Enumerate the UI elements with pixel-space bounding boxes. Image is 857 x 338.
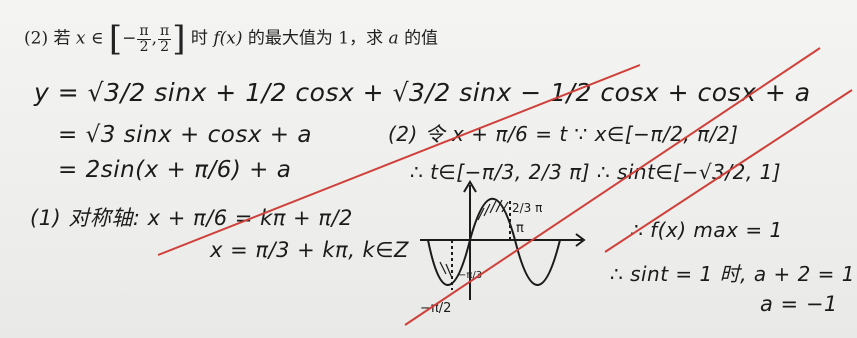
- upper-denominator: 2: [160, 38, 170, 55]
- work-line-3: = 2sin(x + π/6) + a: [58, 157, 292, 183]
- sine-curve: [427, 197, 561, 286]
- work-line-5: x = π/3 + kπ, k∈Z: [210, 238, 409, 262]
- work-line-2: = √3 sinx + cosx + a: [58, 122, 312, 148]
- question-fx: f(x): [213, 28, 243, 49]
- lower-denominator: 2: [139, 38, 149, 55]
- question-post: 的最大值为 1，求: [247, 28, 384, 49]
- graph-label-top: 2/3 π: [512, 201, 542, 215]
- graph-label-neg: −π/2: [420, 301, 451, 316]
- question-pre: 若: [53, 28, 71, 49]
- interval-close-bracket: ]: [172, 19, 186, 59]
- y-axis-arrow-icon: [463, 180, 477, 193]
- question-time: 时: [190, 28, 208, 49]
- graph-label-pi: π: [516, 221, 524, 236]
- question-end: 的值: [404, 28, 439, 49]
- work-line-8: ∴ f(x) max = 1: [630, 218, 783, 242]
- graph-label-neg2: −π/3: [458, 270, 482, 281]
- upper-numerator: π: [158, 22, 172, 40]
- interval-neg-sign: −: [122, 28, 137, 49]
- work-line-1: y = √3/2 sinx + 1/2 cosx + √3/2 sinx − 1…: [34, 78, 811, 107]
- interval-open-bracket: [: [108, 19, 123, 59]
- work-line-4: (1) 对称轴: x + π/6 = kπ + π/2: [30, 206, 353, 230]
- work-line-10: a = −1: [760, 292, 838, 316]
- work-line-9: ∴ sint = 1 时, a + 2 = 1: [610, 262, 855, 286]
- interval-comma: ,: [151, 28, 158, 49]
- question-part: (2): [24, 28, 49, 49]
- x-axis-arrow-icon: [575, 233, 586, 247]
- strike-line-1: [157, 64, 641, 256]
- question-var-a: a: [388, 28, 399, 49]
- hatch-marks: [439, 199, 509, 279]
- strike-line-3: [604, 89, 853, 253]
- sine-sketch: [420, 180, 586, 300]
- question-var-x: x: [75, 28, 86, 49]
- strike-line-2: [404, 47, 821, 326]
- lower-numerator: π: [137, 22, 151, 40]
- work-line-7: ∴ t∈[−π/3, 2/3 π] ∴ sint∈[−√3/2, 1]: [410, 160, 782, 184]
- question-in-symbol: ∈: [90, 28, 104, 49]
